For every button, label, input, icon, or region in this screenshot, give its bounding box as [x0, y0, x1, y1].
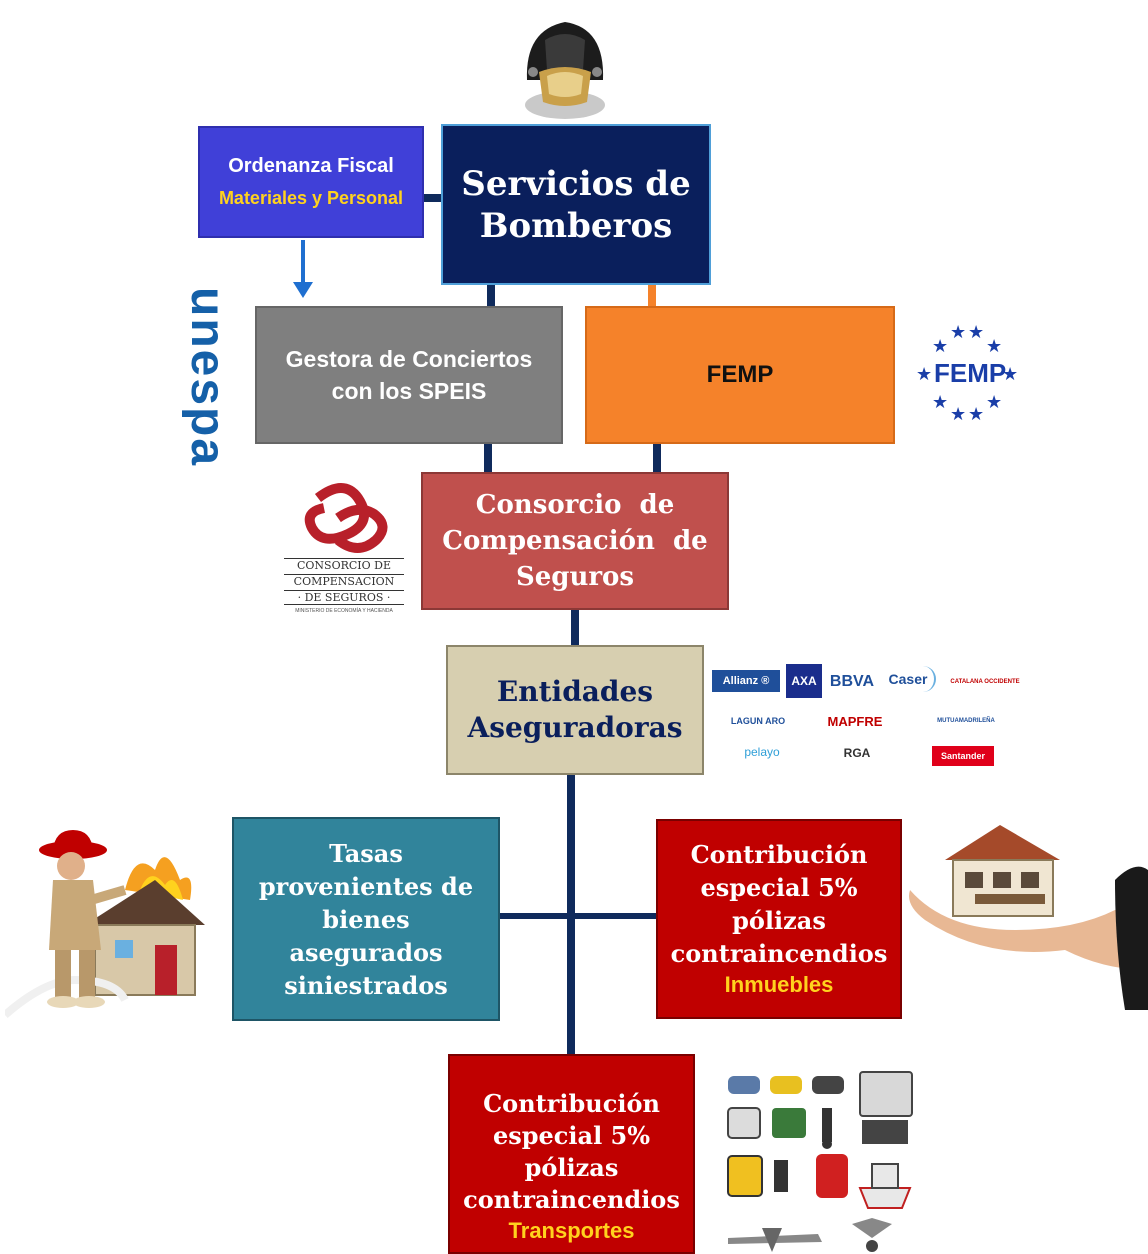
- femp-logo: ★★ ★★ ★★ ★★ ★★ FEMP: [912, 322, 1020, 422]
- ordenanza-line2: Materiales y Personal: [218, 188, 404, 208]
- caser-logo-text: Caser: [888, 671, 928, 687]
- ordenanza-line1: Ordenanza Fiscal: [228, 155, 394, 177]
- svg-text:★: ★: [950, 404, 966, 422]
- connector-ordenanza-bomberos: [424, 194, 442, 202]
- svg-text:★: ★: [986, 336, 1002, 357]
- lagunaro-logo: LAGUN ARO: [716, 712, 800, 730]
- bomberos-line1: Servicios de: [461, 163, 691, 204]
- bbva-logo-text: BBVA: [829, 673, 875, 690]
- catalana-logo: CATALANA OCCIDENTE: [946, 674, 1024, 690]
- mutua-logo: MUTUAMADRILEÑA: [916, 714, 1016, 728]
- svg-text:★: ★: [932, 392, 948, 413]
- vehicles-icon: [727, 1071, 913, 1252]
- tasas-line2: provenientes de: [258, 871, 474, 901]
- svg-text:★: ★: [968, 322, 984, 343]
- connector-gestora-consorcio: [484, 444, 492, 472]
- entidades-box: Entidades Aseguradoras: [446, 645, 704, 775]
- firefighter-house-icon: [5, 830, 205, 1019]
- consorcio-knot-icon: [304, 483, 388, 553]
- connector-femp-consorcio: [653, 444, 661, 472]
- entidades-line2: Aseguradoras: [467, 711, 683, 744]
- consorcio-logo-line2: COMPENSACION: [284, 574, 404, 588]
- pelayo-logo: pelayo: [732, 740, 792, 764]
- tasas-line1: Tasas: [329, 838, 403, 868]
- connector-consorcio-entidades: [571, 610, 579, 645]
- inmuebles-line4: contraincendios: [670, 939, 888, 968]
- lagunaro-logo-text: LAGUN ARO: [730, 716, 786, 726]
- consorcio-logo-line4: MINISTERIO DE ECONOMÍA Y HACIENDA: [295, 608, 393, 614]
- tasas-line5: siniestrados: [284, 970, 448, 1000]
- consorcio-logo: CONSORCIO DE COMPENSACION · DE SEGUROS ·…: [278, 478, 410, 618]
- svg-text:★: ★: [986, 392, 1002, 413]
- connector-bomberos-femp: [648, 285, 656, 307]
- catalana-logo-text: CATALANA OCCIDENTE: [950, 679, 1020, 685]
- connector-horizontal: [500, 913, 658, 919]
- inmuebles-highlight: Inmuebles: [724, 972, 834, 997]
- gestora-line2: con los SPEIS: [331, 378, 487, 404]
- inmuebles-line1: Contribución: [690, 840, 868, 869]
- bomberos-line2: Bomberos: [479, 205, 673, 246]
- gestora-conciertos-box: Gestora de Conciertos con los SPEIS: [255, 306, 563, 444]
- svg-text:★: ★: [916, 364, 932, 385]
- femp-box: FEMP: [585, 306, 895, 444]
- axa-logo: AXA: [786, 664, 822, 698]
- tasas-line4: asegurados: [289, 937, 443, 967]
- unespa-logo: unespa: [181, 287, 235, 467]
- transportes-line2: especial 5%: [492, 1121, 651, 1150]
- rga-logo-text: RGA: [843, 746, 871, 760]
- consorcio-line1: Consorcio de: [475, 490, 675, 520]
- svg-text:★: ★: [932, 336, 948, 357]
- santander-logo: Santander: [932, 746, 994, 766]
- transportes-line3: pólizas: [524, 1153, 619, 1182]
- rga-logo: RGA: [822, 740, 892, 766]
- svg-text:★: ★: [950, 322, 966, 343]
- pelayo-logo-text: pelayo: [744, 745, 780, 759]
- transportes-line1: Contribución: [483, 1089, 660, 1118]
- inmuebles-line3: pólizas: [732, 906, 826, 935]
- consorcio-logo-line1: CONSORCIO DE: [284, 558, 404, 572]
- tasas-line3: bienes: [322, 904, 410, 934]
- svg-text:★: ★: [1002, 364, 1018, 385]
- tasas-box: Tasas provenientes de bienes asegurados …: [232, 817, 500, 1021]
- femp-logo-text: FEMP: [934, 358, 1007, 388]
- santander-logo-text: Santander: [940, 751, 985, 761]
- gestora-line1: Gestora de Conciertos: [285, 346, 533, 372]
- femp-stars-icon: ★★ ★★ ★★ ★★ ★★: [916, 322, 1018, 422]
- entidades-line1: Entidades: [496, 675, 654, 708]
- transportes-line4: contraincendios: [463, 1185, 680, 1214]
- bbva-logo: BBVA: [826, 670, 878, 694]
- mapfre-logo: MAPFRE: [812, 712, 898, 730]
- femp-label: FEMP: [706, 361, 774, 388]
- arrow-down-icon: [293, 240, 313, 298]
- contribucion-transportes-box: Contribución especial 5% pólizas contrai…: [448, 1054, 695, 1254]
- contribucion-inmuebles-box: Contribución especial 5% pólizas contrai…: [656, 819, 902, 1019]
- svg-text:★: ★: [968, 404, 984, 422]
- consorcio-line3: Seguros: [515, 562, 635, 592]
- caser-logo: Caser: [882, 666, 936, 692]
- inmuebles-line2: especial 5%: [700, 873, 858, 902]
- axa-logo-text: AXA: [791, 674, 817, 688]
- connector-bomberos-gestora: [487, 285, 495, 307]
- servicios-bomberos-box: Servicios de Bomberos: [441, 124, 711, 285]
- consorcio-box: Consorcio de Compensación de Seguros: [421, 472, 729, 610]
- unespa-logo-text: unespa: [181, 287, 234, 468]
- consorcio-logo-line3: · DE SEGUROS ·: [284, 590, 404, 605]
- allianz-logo-text: Allianz ®: [722, 675, 770, 687]
- firefighter-helmet-icon: [525, 22, 605, 119]
- transportes-highlight: Transportes: [508, 1218, 635, 1243]
- hand-house-icon: [909, 825, 1148, 1010]
- mapfre-logo-text: MAPFRE: [827, 713, 883, 729]
- consorcio-line2: Compensación de: [442, 526, 708, 556]
- allianz-logo: Allianz ®: [712, 670, 780, 692]
- mutua-logo-text: MUTUAMADRILEÑA: [937, 718, 995, 724]
- ordenanza-fiscal-box: Ordenanza Fiscal Materiales y Personal: [198, 126, 424, 238]
